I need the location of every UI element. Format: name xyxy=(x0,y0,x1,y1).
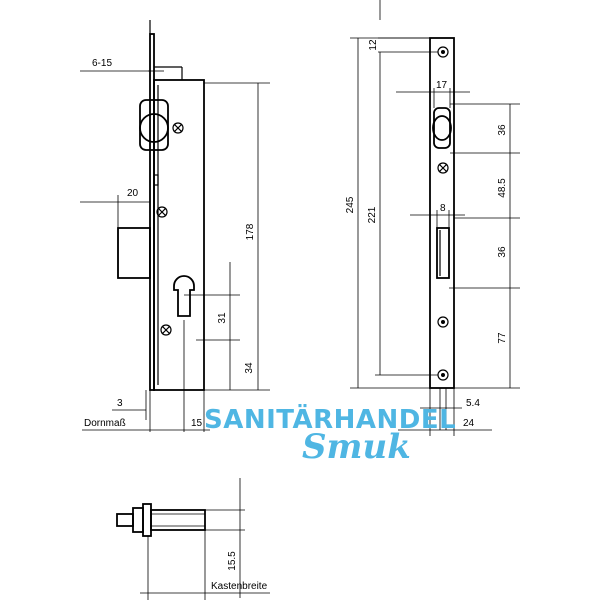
bolt-body xyxy=(150,509,206,531)
faceplate xyxy=(429,37,455,389)
faceplate-front-view xyxy=(429,37,455,389)
lock-body-side-view xyxy=(117,20,205,391)
dim-15-5: 15.5 xyxy=(227,551,238,571)
latch xyxy=(433,107,451,149)
dim-12: 12 xyxy=(368,39,379,51)
left-dimensions: 6-15 20 178 31 34 3 Dornmaß 15 xyxy=(80,58,270,432)
cylinder-cutout xyxy=(173,275,195,317)
latch-head xyxy=(432,115,452,141)
label-dornmass: Dornmaß xyxy=(84,418,126,429)
dim-20: 20 xyxy=(127,188,139,199)
follower-hub xyxy=(139,113,169,143)
bolt-collar xyxy=(132,507,144,533)
dim-31: 31 xyxy=(217,312,228,324)
dim-3: 3 xyxy=(117,398,123,409)
dim-178: 178 xyxy=(245,223,256,240)
bolt-tip xyxy=(116,513,134,527)
dim-6-15: 6-15 xyxy=(92,58,112,69)
bolt-flange xyxy=(142,503,152,537)
screw-icon xyxy=(437,162,449,174)
dim-77: 77 xyxy=(497,332,508,344)
watermark-line2: Smuk xyxy=(302,427,411,467)
dim-34: 34 xyxy=(244,362,255,374)
dim-245: 245 xyxy=(345,196,356,213)
watermark-logo: SANITÄRHANDEL Smuk xyxy=(204,403,456,467)
bolt-detail-view: 15.5 Kastenbreite xyxy=(116,478,270,600)
dim-15: 15 xyxy=(191,418,203,429)
deadbolt-slot xyxy=(436,227,450,279)
screw-icon xyxy=(160,324,172,336)
screw-icon xyxy=(172,122,184,134)
dim-221: 221 xyxy=(367,206,378,223)
dim-36-lower: 36 xyxy=(497,246,508,258)
dim-17: 17 xyxy=(436,80,448,91)
dim-5-4: 5.4 xyxy=(466,398,480,409)
screw-hole-icon xyxy=(437,369,449,381)
dim-48-5: 48.5 xyxy=(497,178,508,198)
dim-8: 8 xyxy=(440,203,446,214)
watermark-line1: SANITÄRHANDEL xyxy=(204,403,456,435)
screw-hole-icon xyxy=(437,46,449,58)
screw-icon xyxy=(156,206,168,218)
label-kastenbreite: Kastenbreite xyxy=(211,581,268,592)
deadbolt xyxy=(117,227,151,279)
screw-hole-icon xyxy=(437,316,449,328)
dim-36-upper: 36 xyxy=(497,124,508,136)
right-dimensions: 12 245 221 17 36 48.5 8 36 77 xyxy=(345,0,520,436)
dim-24: 24 xyxy=(463,418,475,429)
lock-case xyxy=(153,79,205,391)
